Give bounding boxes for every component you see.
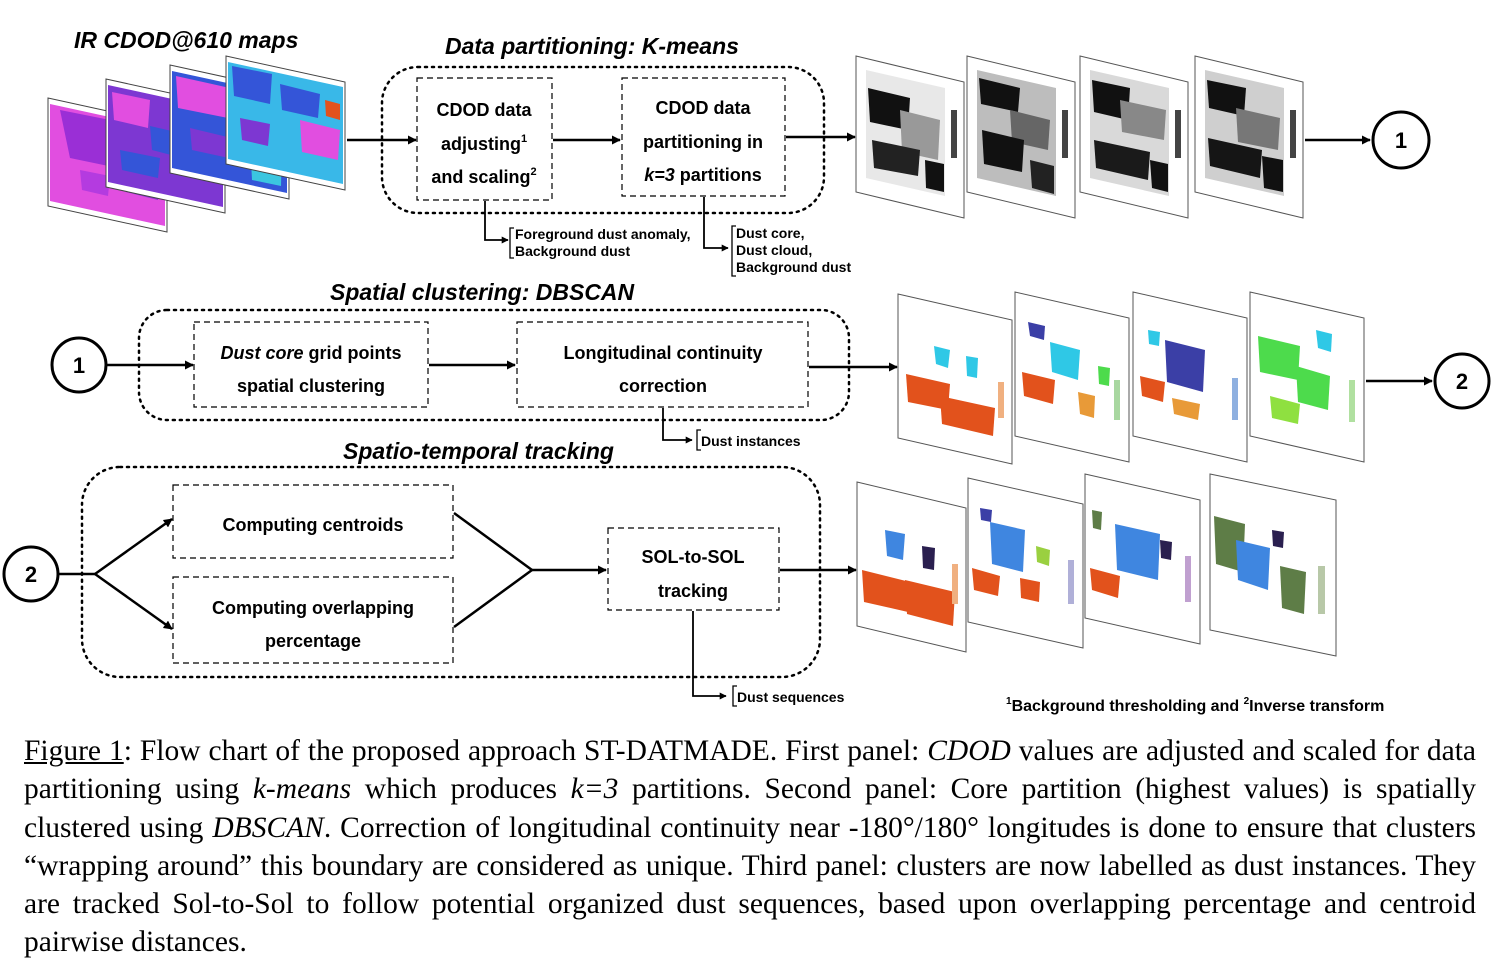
overlap-box [172,576,454,664]
flowchart-diagram: IR CDOD@610 maps Data partitioning: K-me… [2,27,1491,715]
partition-map [966,55,1076,219]
clustering-box [193,321,429,408]
cluster-map [1132,291,1248,463]
note1-bracket [509,227,514,259]
connector-1-out [1371,110,1431,170]
caption-kmeans: k-means [252,773,352,806]
caption-text: partitions. Second panel: Core partition… [24,773,1476,844]
kmeans-panel [380,65,826,215]
note2-leader [703,197,729,252]
dbscan-panel [137,308,851,422]
tracking-title: Spatio-temporal tracking [343,438,614,464]
correction-box-line1: Longitudinal continuity [564,343,763,363]
partitioning-box-line1: CDOD data [655,98,751,118]
to-centroids-arrow [94,517,173,576]
maps-title: IR CDOD@610 maps [74,27,298,53]
adjusting-box-line1: CDOD data [436,100,532,120]
partition-map-sequence [855,55,1304,219]
note-dust-instances: Dust instances [701,433,801,449]
partition-map [855,55,965,219]
kmeans-title: Data partitioning: K-means [445,33,739,59]
tracked-map [1084,473,1201,645]
adjusting-scaling-box [416,77,553,201]
note-foreground: Foreground dust anomaly, [515,226,691,242]
note2-bracket [731,225,736,277]
overlap-box-line2: percentage [265,631,361,651]
caption-text: which produces [351,773,571,806]
correction-box [516,321,809,408]
cdod-map-stack [47,55,346,233]
partitioning-box-line2: partitioning in [643,132,763,152]
caption-label: Figure 1 [24,735,124,767]
caption-cdod: CDOD [927,735,1011,767]
dbscan-title: Spatial clustering: DBSCAN [330,279,635,305]
cluster-map [1014,291,1130,463]
partitioning-box-line3: k=3 partitions [644,165,762,185]
merge-lines [453,511,535,629]
instances-leader [662,408,693,444]
caption-text: . Correction of longitudinal continuity … [24,811,1476,959]
to-overlap-arrow [94,572,173,631]
cluster-map [897,293,1013,465]
note-dust-cloud: Dust cloud, [736,242,812,258]
sol-tracking-box [607,527,780,611]
tracked-map [967,477,1084,649]
caption-text: values are adjusted and scaled for data … [24,735,1476,806]
clustering-box-line1: Dust core grid points [220,343,401,363]
note-background-dust: Background dust [736,259,851,275]
caption-text: : Flow chart of the proposed approach ST… [123,735,928,767]
connector-2-out-label: 2 [1456,369,1468,394]
overlap-box-line1: Computing overlapping [212,598,414,618]
tracking-panel [80,465,822,679]
footnote: 1Background thresholding and 2Inverse tr… [1006,696,1384,715]
cluster-map [1249,291,1365,463]
tracked-map-sequence [856,473,1337,657]
cdod-map [225,55,346,191]
adjusting-box-line3: and scaling2 [431,166,536,187]
partitioning-box [621,77,786,197]
centroids-box-label: Computing centroids [223,515,404,535]
note1-leader [484,201,509,244]
sol-tracking-box-line2: tracking [658,581,728,601]
partition-map [1079,55,1189,219]
cluster-map-sequence [897,291,1365,465]
connector-1-in-label: 1 [73,353,85,378]
tracked-map [1209,473,1337,657]
connector-2-in-label: 2 [25,562,37,587]
correction-box-line2: correction [619,376,707,396]
caption-k3: k=3 [570,773,619,806]
clustering-box-line2: spatial clustering [237,376,385,396]
caption-dbscan: DBSCAN [212,811,324,844]
note-background: Background dust [515,243,630,259]
figure-caption: Figure 1: Flow chart of the proposed app… [24,732,1476,962]
connector-2-out [1433,352,1491,410]
centroids-box [172,484,454,559]
note-dust-sequences: Dust sequences [737,689,845,705]
note-dust-core: Dust core, [736,225,804,241]
partition-map [1194,55,1304,219]
sequences-leader [692,611,727,700]
sequences-bracket [732,685,737,707]
tracked-map [856,481,967,653]
adjusting-box-line2: adjusting1 [441,133,527,154]
connector-1-out-label: 1 [1395,128,1407,153]
instances-bracket [696,429,701,451]
sol-tracking-box-line1: SOL-to-SOL [642,547,745,567]
